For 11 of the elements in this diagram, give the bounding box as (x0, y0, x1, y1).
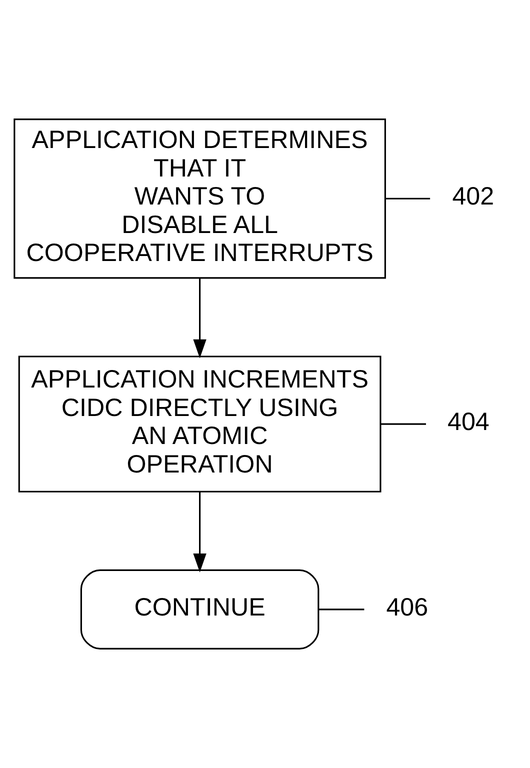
connector (380, 423, 426, 425)
node-box: APPLICATION DETERMINES THAT IT WANTS TO DISABLE ALL COOPERATIVE INTERRUPTS (14, 118, 386, 279)
node-text: 406 (386, 593, 428, 622)
node-text: 402 (452, 182, 494, 211)
node-box: APPLICATION INCREMENTS CIDC DIRECTLY USING AN ATOMIC OPERATION (18, 356, 382, 492)
arrow (193, 278, 206, 358)
connector (318, 608, 364, 610)
node-box: CONTINUE (80, 569, 320, 650)
node-text: 404 (447, 408, 490, 436)
connector (386, 198, 430, 200)
arrow (193, 492, 206, 572)
